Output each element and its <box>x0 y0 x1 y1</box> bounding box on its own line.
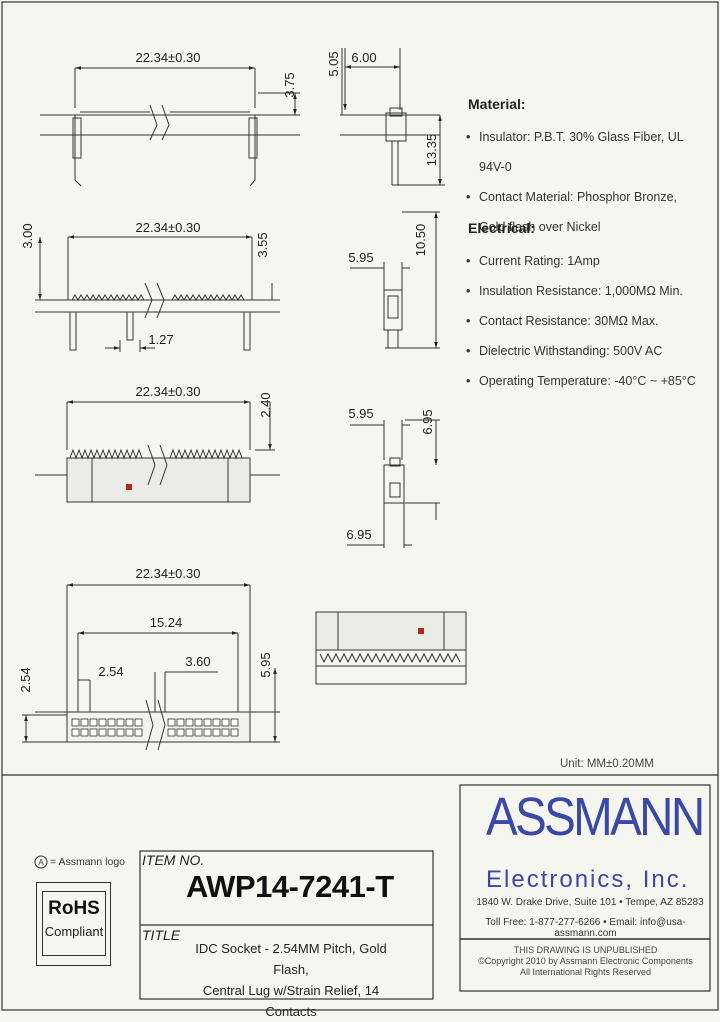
part-description: IDC Socket - 2.54MM Pitch, Gold Flash, C… <box>180 938 402 1022</box>
view-bottom <box>315 611 467 685</box>
company-address: 1840 W. Drake Drive, Suite 101 • Tempe, … <box>476 897 704 908</box>
view-side-top <box>40 66 300 187</box>
end-view-3 <box>347 419 440 548</box>
rohs-badge: RoHS Compliant <box>36 882 111 966</box>
electrical-item: Insulation Resistance: 1,000MΩ Min. <box>466 276 706 306</box>
dim-v4-left: 2.54 <box>18 667 33 692</box>
dim-v4-pitch: 2.54 <box>98 664 123 679</box>
polarization-mark <box>126 484 132 490</box>
dim-s1-height: 13.35 <box>424 134 439 167</box>
dim-v4-offset: 3.60 <box>185 654 210 669</box>
logo-symbol-icon <box>34 855 48 869</box>
dim-v2-pitch: 1.27 <box>148 332 173 347</box>
view-front <box>35 235 280 352</box>
dim-s1-top: 5.05 <box>326 51 341 76</box>
rohs-title: RoHS <box>48 898 100 919</box>
material-item: Insulator: P.B.T. 30% Glass Fiber, UL 94… <box>466 122 706 182</box>
dim-s2-height: 10.50 <box>413 224 428 257</box>
copyright-notice: THIS DRAWING IS UNPUBLISHED ©Copyright 2… <box>463 945 708 978</box>
title-block-frame <box>2 774 718 1000</box>
logo-note: = Assmann logo <box>50 856 126 868</box>
dim-v2-width: 22.34±0.30 <box>136 220 201 235</box>
company-subtitle: Electronics, Inc. <box>486 866 690 893</box>
dim-v4-width: 22.34±0.30 <box>136 566 201 581</box>
dim-s1-width: 6.00 <box>351 50 376 65</box>
item-no-label: ITEM NO. <box>142 852 205 868</box>
dim-v3-height: 2.40 <box>258 392 273 417</box>
dim-v4-right: 5.95 <box>258 652 273 677</box>
company-contact: Toll Free: 1-877-277-6266 • Email: info@… <box>485 917 686 939</box>
view-side-body <box>35 400 280 503</box>
material-item: Contact Material: Phosphor Bronze, Gold … <box>466 182 706 242</box>
dim-v2-right: 3.55 <box>255 232 270 257</box>
electrical-item: Dielectric Withstanding: 500V AC <box>466 336 706 366</box>
end-view-1 <box>340 48 445 186</box>
electrical-heading: Electrical: <box>468 220 535 236</box>
description-line-2: Central Lug w/Strain Relief, 14 Contacts <box>202 983 380 1019</box>
dim-s3-bottom: 6.95 <box>346 527 371 542</box>
dim-s2-width: 5.95 <box>348 250 373 265</box>
contact-grid <box>71 718 239 737</box>
unit-note: Unit: MM±0.20MM <box>560 758 654 770</box>
notice-line-1: THIS DRAWING IS UNPUBLISHED <box>513 945 658 955</box>
material-heading: Material: <box>468 96 526 112</box>
part-number: AWP14-7241-T <box>186 869 394 904</box>
view-top <box>22 583 280 751</box>
dim-v2-left: 3.00 <box>20 223 35 248</box>
dim-v1-width: 22.34±0.30 <box>136 50 201 65</box>
dim-v3-width: 22.34±0.30 <box>136 384 201 399</box>
dim-v4-inner: 15.24 <box>150 615 183 630</box>
material-list: Insulator: P.B.T. 30% Glass Fiber, UL 94… <box>466 122 706 242</box>
svg-text:A: A <box>38 858 44 867</box>
description-line-1: IDC Socket - 2.54MM Pitch, Gold Flash, <box>195 941 387 977</box>
electrical-list: Current Rating: 1Amp Insulation Resistan… <box>466 246 706 396</box>
end-view-2 <box>350 211 440 349</box>
polarization-mark-bottom <box>418 628 424 634</box>
company-logo: ASSMANN <box>486 787 705 847</box>
notice-line-2: ©Copyright 2010 by Assmann Electronic Co… <box>478 956 693 966</box>
dim-s3-width: 5.95 <box>348 406 373 421</box>
electrical-item: Current Rating: 1Amp <box>466 246 706 276</box>
title-label: TITLE <box>142 927 181 943</box>
dim-s3-height: 6.95 <box>420 409 435 434</box>
rohs-subtitle: Compliant <box>44 924 104 939</box>
dimension-labels: 22.34±0.30 3.75 22.34±0.30 3.00 3.55 1.2… <box>18 50 439 693</box>
dim-v1-height: 3.75 <box>282 72 297 97</box>
electrical-item: Operating Temperature: -40°C ~ +85°C <box>466 366 706 396</box>
electrical-item: Contact Resistance: 30MΩ Max. <box>466 306 706 336</box>
notice-line-3: All International Rights Reserved <box>519 967 652 977</box>
